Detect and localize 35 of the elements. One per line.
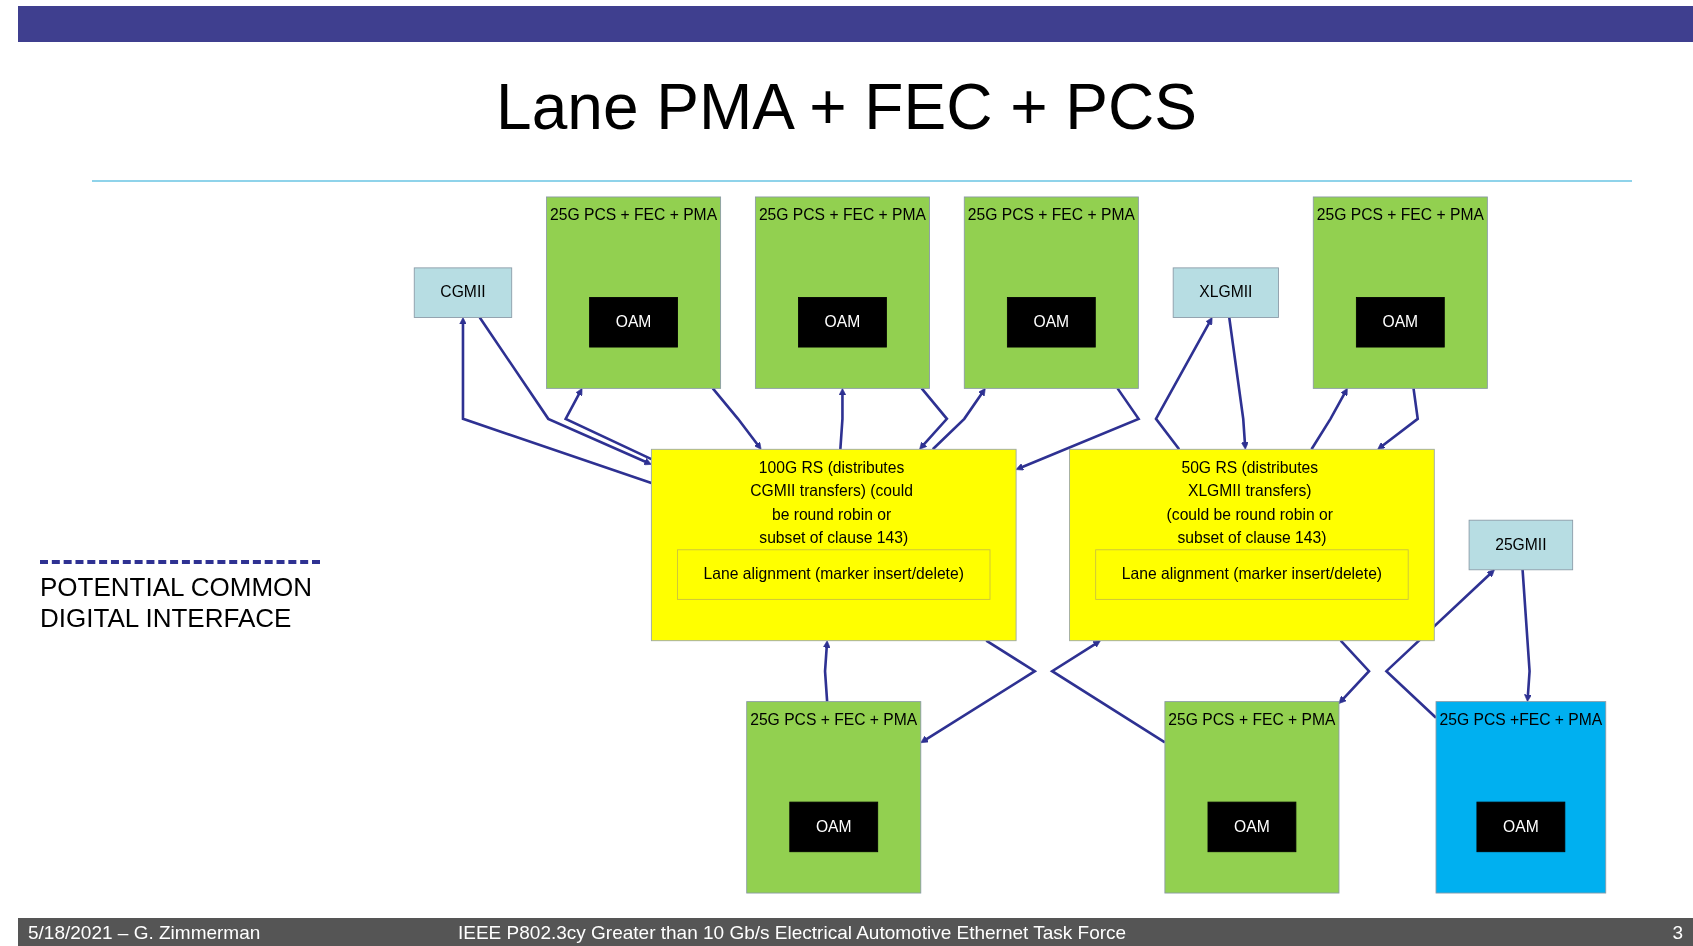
arrow: [1015, 387, 1141, 471]
arrow: [478, 316, 652, 466]
arrow: [1154, 317, 1213, 451]
interface-label: POTENTIAL COMMON DIGITAL INTERFACE: [40, 572, 314, 634]
node-box: OAM: [1207, 801, 1297, 853]
arrow: [1310, 388, 1348, 450]
arrow: [563, 388, 652, 461]
node-box: Lane alignment (marker insert/delete): [677, 549, 991, 600]
arrow: [1227, 317, 1249, 450]
arrow: [1377, 388, 1420, 450]
node-box: CGMII: [413, 267, 513, 318]
arrow: [931, 388, 986, 451]
arrow: [919, 387, 949, 450]
node-box: OAM: [798, 297, 887, 348]
node-box: XLGMII: [1172, 267, 1279, 318]
arrow: [822, 640, 831, 702]
node-box: Lane alignment (marker insert/delete): [1095, 549, 1409, 600]
arrow: [711, 387, 762, 450]
arrow: [1049, 640, 1166, 744]
node-box: OAM: [789, 801, 879, 853]
page-number: 3: [1672, 922, 1683, 944]
footer-text: IEEE P802.3cy Greater than 10 Gb/s Electrical Automotive Ethernet Task Force: [458, 922, 1127, 944]
node-box: OAM: [1006, 297, 1096, 348]
arrow: [838, 388, 847, 450]
node-box: OAM: [1355, 297, 1445, 348]
arrow: [459, 317, 652, 485]
arrow: [920, 639, 1038, 744]
arrow: [1521, 569, 1532, 702]
arrow: [1338, 639, 1371, 704]
node-box: OAM: [1476, 801, 1566, 853]
slide-title: Lane PMA + FEC + PCS: [495, 70, 1198, 144]
node-box: 25GMII: [1468, 519, 1574, 571]
node-box: OAM: [589, 297, 678, 348]
arrow: [1384, 569, 1495, 719]
footer-text: 5/18/2021 – G. Zimmerman: [28, 922, 261, 944]
